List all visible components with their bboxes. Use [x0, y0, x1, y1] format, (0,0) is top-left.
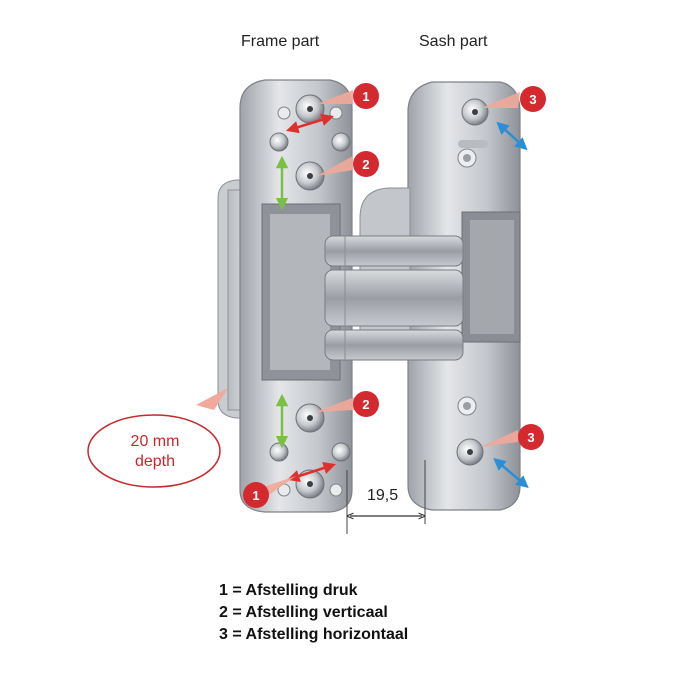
frame-body: [217, 79, 353, 513]
marker-2-bottom: 2: [353, 391, 379, 417]
legend-item-3: 3 = Afstelling horizontaal: [219, 626, 409, 643]
marker-3-bottom: 3: [518, 424, 544, 450]
marker-1-top: 1: [353, 83, 379, 109]
frame-part-title: Frame part: [241, 33, 320, 50]
legend-item-2: 2 = Afstelling verticaal: [219, 604, 388, 621]
svg-text:1: 1: [362, 89, 369, 104]
marker-2-top: 2: [353, 151, 379, 177]
press-adjust-arrow-bottom: [287, 461, 336, 483]
adjustment-arrows: [275, 113, 529, 489]
svg-text:3: 3: [527, 430, 534, 445]
legend: 1 = Afstelling druk 2 = Afstelling verti…: [219, 580, 408, 646]
legend-item-1: 1 = Afstelling druk: [219, 582, 358, 599]
svg-text:3: 3: [529, 92, 536, 107]
hinge-knuckle: [324, 235, 464, 361]
svg-text:1: 1: [252, 488, 259, 503]
depth-callout-line2: depth: [134, 453, 176, 470]
depth-callout-line1: 20 mm: [130, 433, 180, 450]
marker-1-bottom: 1: [243, 482, 269, 508]
depth-callout: [87, 388, 228, 488]
horizontal-adjust-arrow-top: [496, 121, 528, 151]
dimension-19-5: [347, 460, 425, 534]
marker-pointers: [248, 90, 520, 504]
sash-part-title: Sash part: [419, 33, 488, 50]
svg-text:2: 2: [362, 397, 369, 412]
dimension-label: 19,5: [367, 487, 399, 504]
svg-text:2: 2: [362, 157, 369, 172]
press-adjust-arrow-top: [286, 113, 334, 134]
horizontal-adjust-arrow-bottom: [493, 457, 529, 489]
marker-3-top: 3: [520, 86, 546, 112]
